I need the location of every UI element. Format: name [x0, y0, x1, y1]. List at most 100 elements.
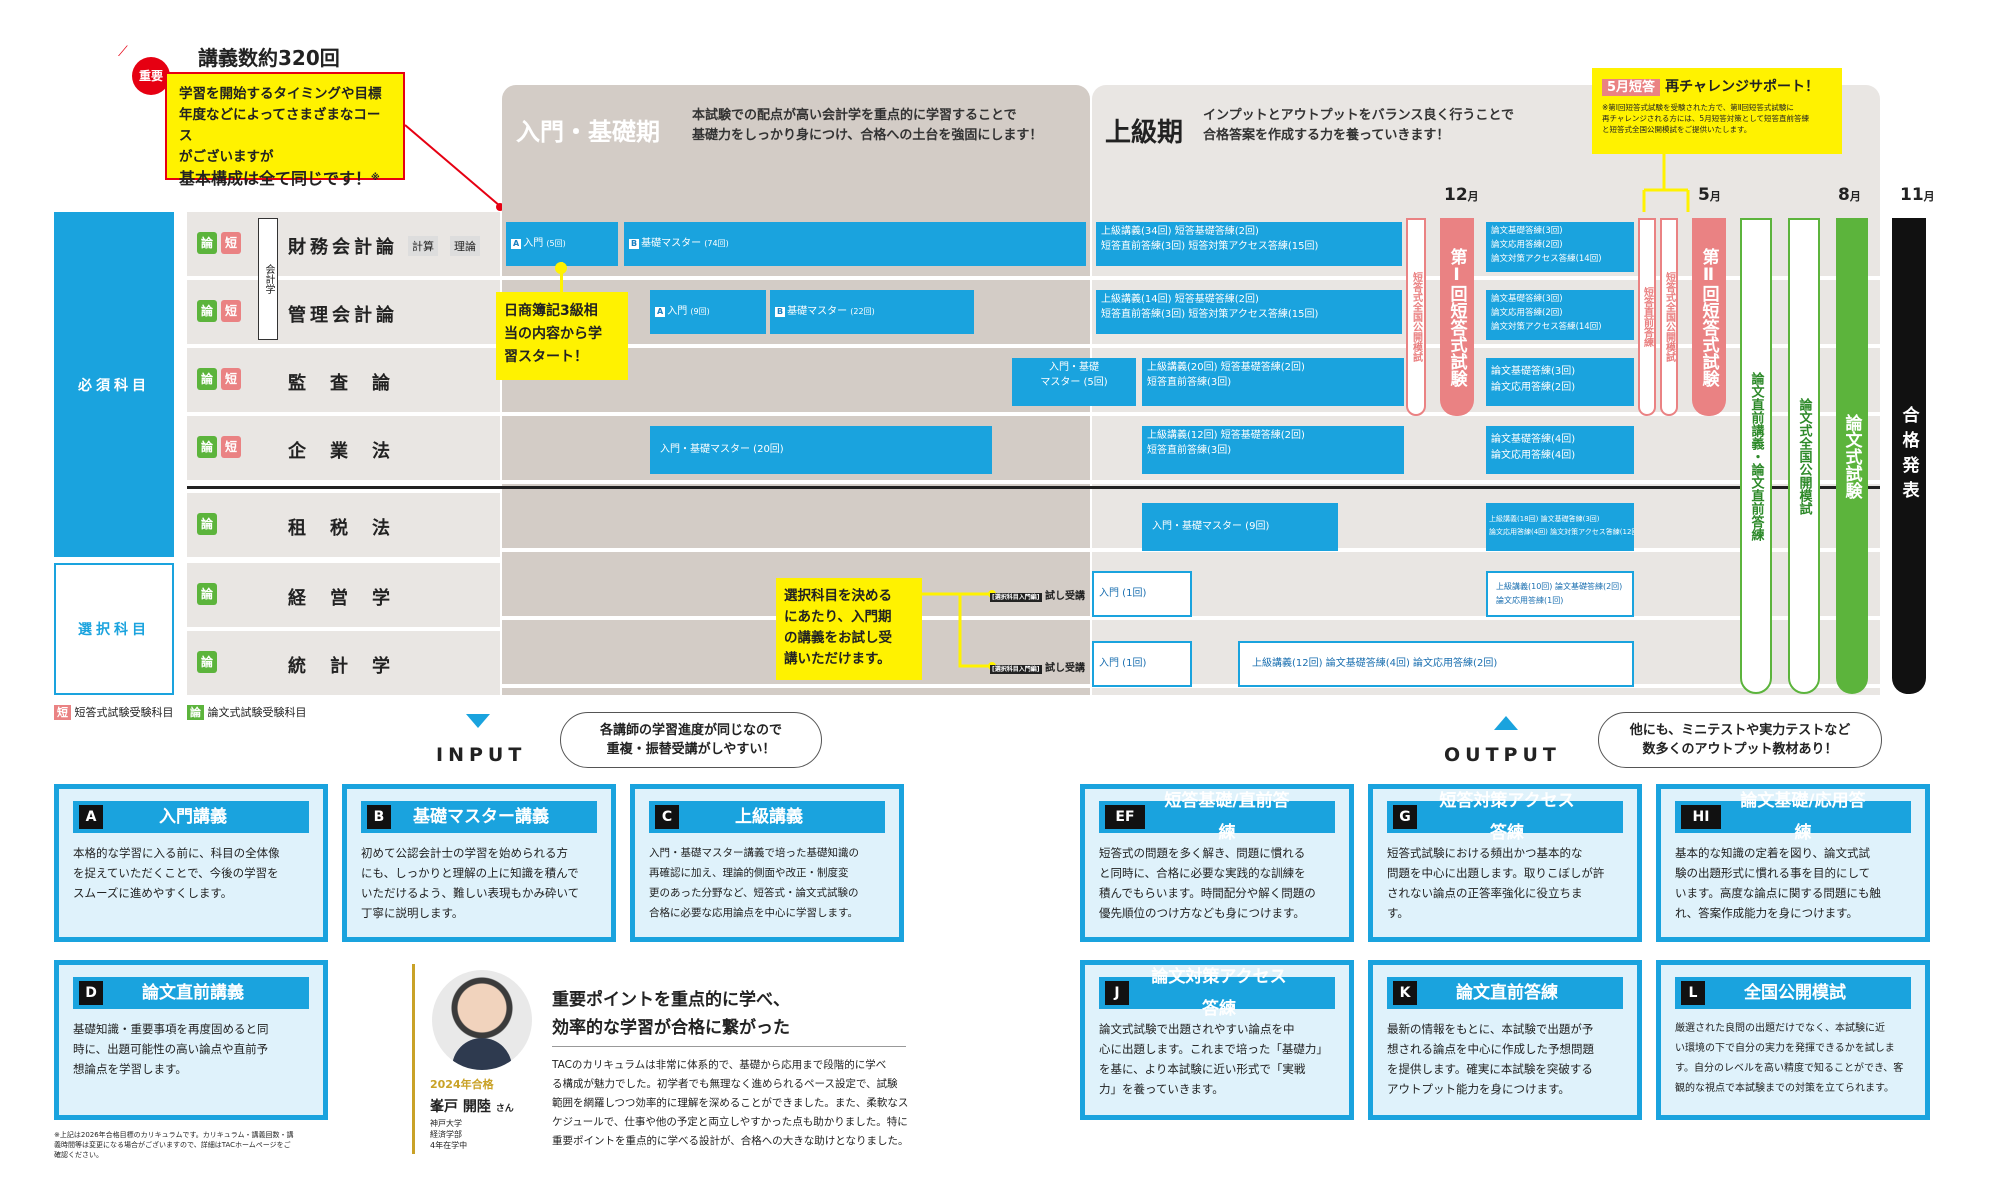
- challenge-title: 再チャレンジサポート！: [1665, 79, 1819, 95]
- note-line-3: がございますが: [179, 149, 274, 165]
- subject-zaimu: 財務会計論: [288, 237, 398, 258]
- bar-kigyo-advanced: 上級講義(12回) 短答基礎答練(2回)短答直前答練(3回): [1142, 426, 1404, 474]
- trial-line-2: にあたり、入門期: [784, 609, 892, 625]
- trial-line-3: の講義をお試し受: [784, 630, 892, 646]
- bar-kansa-advanced: 上級講義(20回) 短答基礎答練(2回)短答直前答練(3回): [1142, 358, 1404, 406]
- card-title: 論文対策アクセス答練: [1151, 967, 1287, 1019]
- important-badge: 重要: [132, 57, 170, 95]
- output-bubble-2: 数多くのアウトプット教材あり！: [1642, 742, 1838, 757]
- basic-desc-2: 基礎力をしっかり身につけ、合格への土台を強固にします！: [692, 128, 1043, 143]
- bar-kanri-advanced: 上級講義(14回) 短答基礎答練(2回)短答直前答練(3回) 短答対策アクセス答…: [1096, 290, 1402, 334]
- month-8: 8月: [1838, 185, 1861, 205]
- required-category: 必須科目: [54, 212, 174, 557]
- output-label: OUTPUT: [1444, 744, 1561, 766]
- important-note-box: 学習を開始するタイミングや目標 年度などによってさまざまなコース がございますが…: [165, 72, 405, 188]
- card-letter: A: [79, 805, 103, 829]
- zaimu-theory-tag: 理論: [450, 236, 480, 256]
- adv-desc-2: 合格答案を作成する力を養っていきます！: [1203, 128, 1450, 143]
- kaikeigaku-box: 会計学: [258, 218, 278, 340]
- subject-tokei: 統計学: [288, 656, 414, 677]
- testimonial-divider: [552, 1046, 906, 1047]
- nissho-dot: [555, 262, 567, 274]
- note-line-4: 基本構成は全て同じです！: [179, 169, 372, 188]
- essay-badge: 論: [197, 232, 217, 254]
- bar-keiei-essay: 上級講義(10回) 論文基礎答練(2回)論文応用答練(1回): [1486, 571, 1634, 617]
- bar-tokei-advanced: 上級講義(12回) 論文基礎答練(4回) 論文応用答練(2回): [1238, 641, 1634, 687]
- short-badge: 短: [221, 436, 241, 458]
- bar-zaimu-essay: 論文基礎答練(3回)論文応用答練(2回)論文対策アクセス答練(14回): [1486, 222, 1634, 272]
- required-elective-divider: [187, 486, 1880, 489]
- output-bubble: 他にも、ミニテストや実力テストなど 数多くのアウトプット教材あり！: [1598, 712, 1882, 768]
- challenge-note-2: 再チャレンジされる方には、5月短答対策として短答直前答練: [1602, 114, 1809, 123]
- trial-tag-keiei: [選択科目入門編] 試し受講: [990, 591, 1085, 602]
- testimonial-headline: 重要ポイントを重点的に学べ、効率的な学習が合格に繋がった: [552, 990, 790, 1038]
- input-bubble-2: 重複・振替受講がしやすい！: [606, 742, 776, 757]
- short-badge: 短: [221, 368, 241, 390]
- trial-connector: [922, 590, 996, 670]
- row-keiei: [187, 563, 500, 627]
- bar-text: 基礎マスター: [787, 306, 848, 317]
- note-asterisk: ※: [371, 173, 380, 183]
- elective-category: 選択科目: [54, 563, 174, 695]
- essay-badge: 論: [197, 436, 217, 458]
- mock2-vbar: 短答式全国公開模試: [1660, 218, 1678, 416]
- card-letter: K: [1393, 981, 1417, 1005]
- testimonial-name: 峯戸 開陸 さん: [430, 1099, 514, 1115]
- note-line-1: 学習を開始するタイミングや目標: [179, 86, 382, 102]
- input-bubble: 各講師の学習進度が同じなので 重複・振替受講がしやすい！: [560, 712, 822, 768]
- card-title: 論文直前講義: [142, 983, 244, 1003]
- input-arrow-icon: [466, 714, 490, 728]
- card-title: 論文直前答練: [1456, 983, 1558, 1003]
- bar-count: (9回): [690, 307, 710, 316]
- nissho-pointer: [560, 262, 563, 292]
- essay-badge: 論: [197, 300, 217, 322]
- bar-text: 入門: [667, 306, 688, 317]
- card-title: 上級講義: [735, 807, 803, 827]
- short-badge: 短: [221, 300, 241, 322]
- legend-essay-badge: 論: [187, 705, 204, 720]
- card-title: 短答基礎/直前答練: [1164, 791, 1290, 843]
- mock1-vbar: 短答式全国公開模試: [1406, 218, 1426, 416]
- bar-count: (22回): [850, 307, 875, 316]
- bar-sozei-essay: 上級講義(18回) 論文基礎答練(3回)論文応用答練(4回) 論文対策アクセス答…: [1486, 503, 1634, 551]
- essay-mock-vbar: 論文式全国公開模試: [1788, 218, 1820, 694]
- bar-sozei-basic: 入門・基礎マスター (9回): [1142, 503, 1338, 551]
- nissho-line-1: 日商簿記3級相: [504, 303, 598, 319]
- essay-exam-vbar: 論文式試験: [1836, 218, 1868, 694]
- card-letter: D: [79, 981, 103, 1005]
- legend: 短 短答式試験受験科目 論 論文式試験受験科目: [54, 704, 307, 720]
- result-vbar: 合格発表: [1892, 218, 1926, 694]
- testimonial-accent-line: [412, 964, 415, 1154]
- subject-sozei: 租税法: [288, 518, 414, 539]
- bar-kansa-essay: 論文基礎答練(3回)論文応用答練(2回): [1486, 358, 1634, 406]
- essay-badge: 論: [197, 513, 217, 535]
- challenge-connector: [1642, 154, 1690, 220]
- bar-keiei-intro: 入門 (1回): [1092, 571, 1192, 617]
- testimonial-body: TACのカリキュラムは非常に体系的で、基礎から応用まで段階的に学べる構成が魅力で…: [552, 1059, 909, 1147]
- tag-b: B: [629, 239, 640, 249]
- trial-tag-tokei: [選択科目入門編] 試し受講: [990, 663, 1085, 674]
- advanced-phase-title: 上級期: [1105, 118, 1184, 148]
- bar-count: (5回): [546, 239, 566, 248]
- bar-text: 基礎マスター: [641, 238, 702, 249]
- basic-desc-1: 本試験での配点が高い会計学を重点的に学習することで: [692, 108, 1017, 123]
- basic-phase-desc: 本試験での配点が高い会計学を重点的に学習することで 基礎力をしっかり身につけ、合…: [692, 106, 1042, 146]
- basic-phase-title: 入門・基礎期: [516, 118, 660, 146]
- card-title: 短答対策アクセス答練: [1439, 791, 1575, 843]
- month-11: 11月: [1900, 185, 1935, 205]
- challenge-badge: 5月短答: [1602, 79, 1661, 96]
- subject-kigyo: 企業法: [288, 441, 414, 462]
- row-tokei: [187, 631, 500, 695]
- trial-callout: 選択科目を決める にあたり、入門期 の講義をお試し受 講いただけます。: [776, 578, 922, 680]
- bar-kansa-basic: 入門・基礎マスター (5回): [1012, 358, 1136, 406]
- challenge-box: 5月短答 再チャレンジサポート！ ※第Ⅰ回短答式試験を受験された方で、第Ⅱ回短答…: [1592, 68, 1842, 154]
